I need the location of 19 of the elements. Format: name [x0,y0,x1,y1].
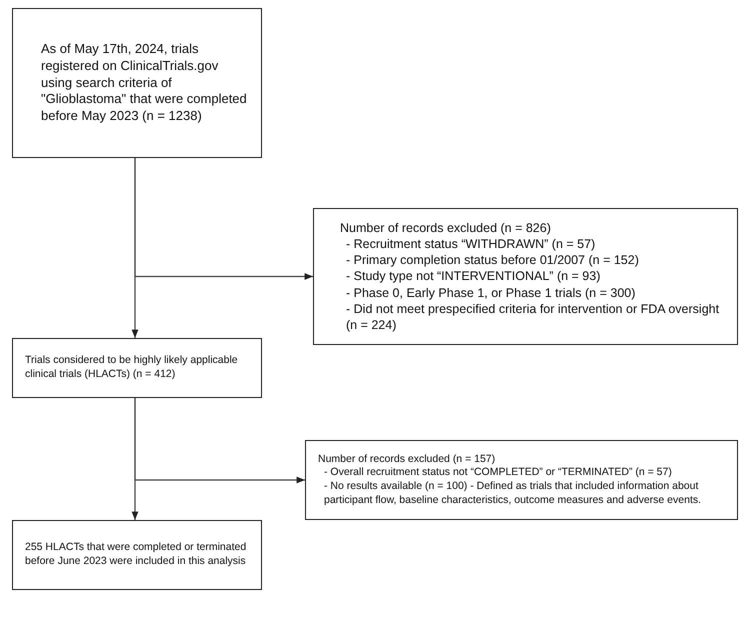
criterion-text: - Overall recruitment status not “COMPLETED” or “TERMINATED” (n = 57) [323,466,673,480]
process-box [313,208,738,345]
criterion-text: - Did not meet prespecified criteria for intervention or FDA oversight (n = 224) [345,300,720,334]
criterion-text: - Recruitment status “WITHDRAWN” (n = 57) [345,236,596,252]
arrow [132,398,138,520]
process-box [12,338,262,398]
criterion-text: - No results available (n = 100) - Defined as trials that included information about participant flow, baseline characteristics, outcome measures and adverse events. [323,480,702,508]
box-text: As of May 17th, 2024, trials registered on ClinicalTrials.gov using search criteria of "Glioblastoma" that were completed before May 2023 (n = 1238) [41,40,247,126]
criterion-text: - Study type not “INTERVENTIONAL” (n = 93) [345,268,602,285]
criterion-text: - Phase 0, Early Phase 1, or Phase 1 trials (n = 300) [345,284,636,301]
box-text: 255 HLACTs that were completed or terminated before June 2023 were included in this analysis [25,541,248,569]
process-box [12,8,262,158]
process-box [12,520,262,590]
box-text: Number of records excluded (n = 157) [318,452,496,466]
box-text: Trials considered to be highly likely applicable clinical trials (HLACTs) (n = 412) [25,354,239,382]
criterion-text: - Primary completion status before 01/2007 (n = 152) [345,252,640,268]
process-box [305,440,738,520]
box-text: Number of records excluded (n = 826) [340,220,552,236]
arrow [132,158,138,338]
